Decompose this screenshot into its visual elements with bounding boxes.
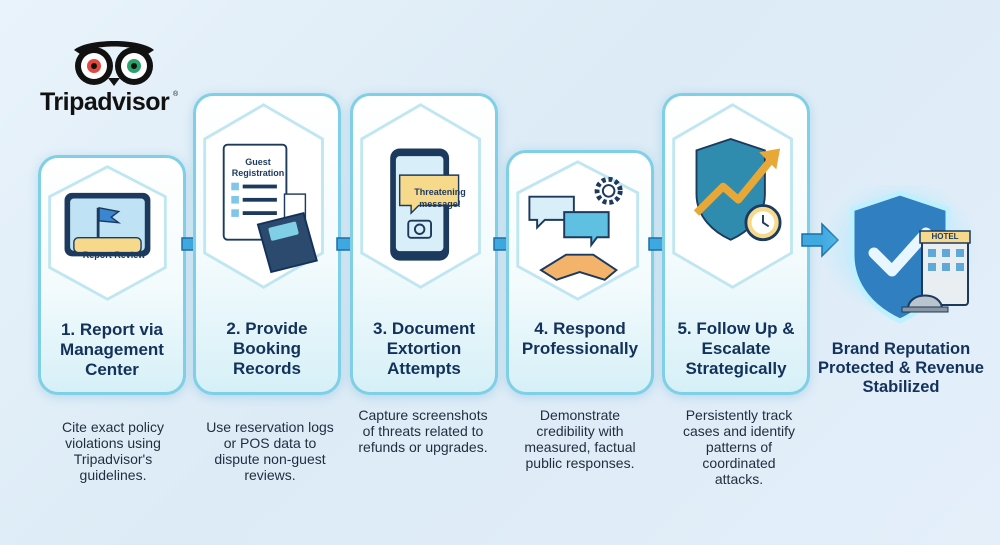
guest-registration-label: Guest Registration — [231, 157, 285, 178]
step-3-description: Capture screenshots of threats related t… — [358, 407, 488, 455]
step-2-title: 2. Provide Booking Records — [226, 319, 308, 378]
step-5-description: Persistently track cases and identify pa… — [682, 407, 796, 487]
step-1-description: Cite exact policy violations using Tripa… — [62, 419, 164, 483]
step-2-card: Guest Registration 2. Provide Booking Re… — [193, 93, 341, 395]
tablet-flag-icon — [48, 165, 167, 301]
phone-threat-message-icon — [360, 103, 481, 289]
step-1-title: 1. Report via Management Center — [60, 320, 164, 379]
owl-logo-icon — [74, 41, 154, 86]
step-5-card: 5. Follow Up & Escalate Strategically — [662, 93, 810, 395]
report-review-button: Report Review — [82, 250, 146, 260]
guest-registration-pos-icon — [203, 103, 324, 289]
step-3-title: 3. Document Extortion Attempts — [372, 319, 476, 378]
step-4-card: 4. Respond Professionally — [506, 150, 654, 395]
hotel-sign-text: HOTEL — [931, 232, 959, 241]
shield-hotel-icon — [820, 185, 980, 324]
outcome-panel: HOTEL Brand Reputation Protected & Reven… — [812, 185, 990, 435]
brand-wordmark: Tripadvisor — [40, 88, 170, 116]
threatening-message-text: Threatening message! — [414, 187, 466, 209]
shield-growth-clock-icon — [672, 103, 793, 289]
step-1-card: Report Review 1. Report via Management C… — [38, 155, 186, 395]
step-4-description: Demonstrate credibility with measured, f… — [524, 407, 636, 471]
step-3-card: Threatening message! 3. Document Extorti… — [350, 93, 498, 395]
chat-handshake-icon — [516, 160, 640, 301]
step-4-title: 4. Respond Professionally — [521, 319, 639, 358]
tripadvisor-logo: Tripadvisor ® — [40, 30, 190, 120]
registered-mark: ® — [173, 91, 179, 98]
outcome-title: Brand Reputation Protected & Revenue Sta… — [818, 340, 984, 396]
step-5-title: 5. Follow Up & Escalate Strategically — [677, 319, 795, 378]
step-2-description: Use reservation logs or POS data to disp… — [206, 419, 334, 483]
